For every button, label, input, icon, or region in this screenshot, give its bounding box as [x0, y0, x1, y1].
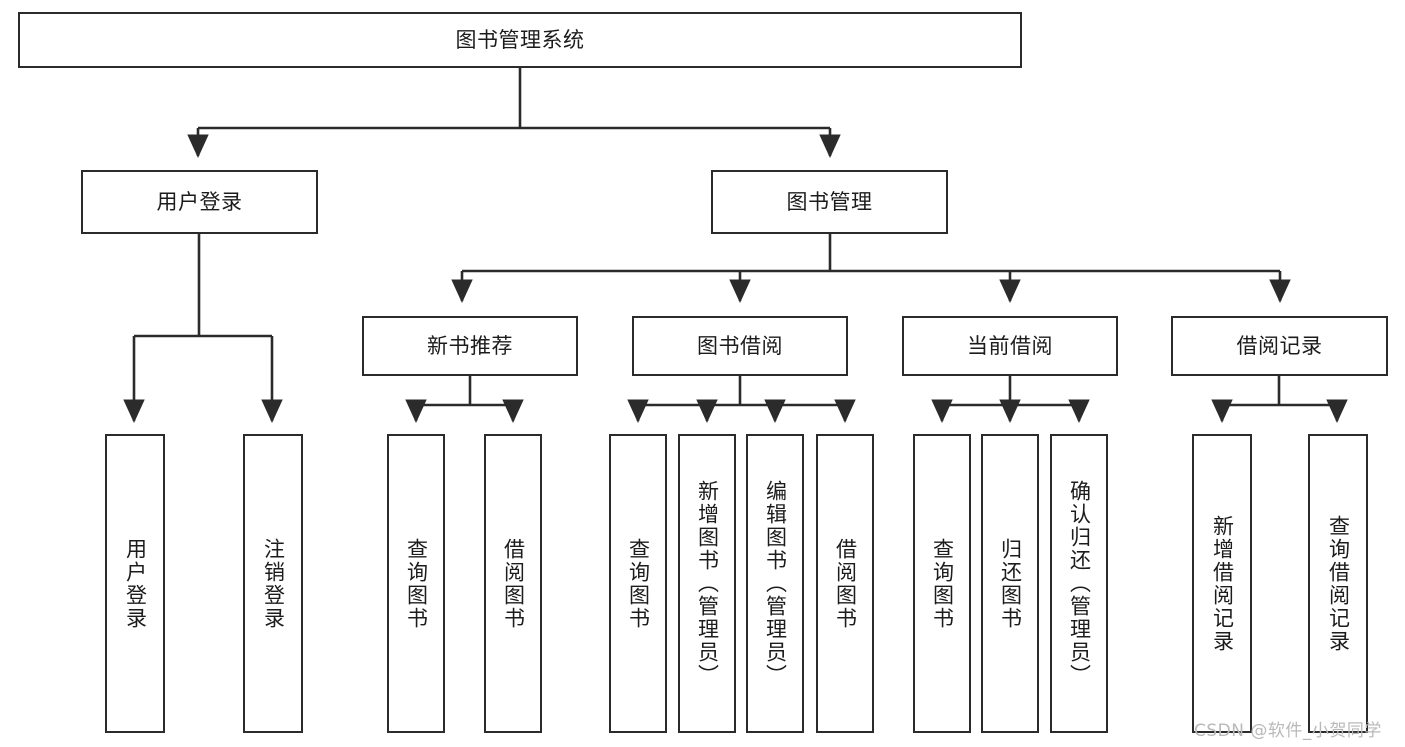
- node-leaf-query-record[interactable]: 查询借阅记录: [1308, 434, 1368, 733]
- node-leaf-add-record-label: 新增借阅记录: [1210, 514, 1235, 653]
- node-leaf-logout-login[interactable]: 注销登录: [243, 434, 303, 733]
- edges-borrowrecord-to-leaves: [1211, 376, 1348, 423]
- edges-bookborrow-to-leaves: [627, 376, 856, 423]
- csdn-watermark: CSDN @软件_小贺同学: [1194, 721, 1382, 741]
- node-current-borrow[interactable]: 当前借阅: [902, 316, 1118, 376]
- node-current-borrow-label: 当前借阅: [967, 333, 1053, 358]
- node-leaf-borrow-book-1-label: 借阅图书: [501, 537, 526, 630]
- node-leaf-logout-login-label: 注销登录: [261, 537, 286, 630]
- node-new-book-recommend-label: 新书推荐: [427, 333, 513, 358]
- edges-bookmanage-to-level3: [451, 234, 1291, 303]
- node-borrow-record-label: 借阅记录: [1236, 333, 1323, 358]
- node-book-borrow[interactable]: 图书借阅: [632, 316, 848, 376]
- node-leaf-add-book-label: 新增图书（管理员）: [695, 480, 720, 687]
- edges-newbook-to-leaves: [405, 376, 524, 423]
- edges-userlogin-to-leaves: [123, 234, 283, 423]
- node-user-login[interactable]: 用户登录: [81, 170, 318, 234]
- node-leaf-add-record[interactable]: 新增借阅记录: [1192, 434, 1252, 733]
- node-borrow-record[interactable]: 借阅记录: [1171, 316, 1388, 376]
- node-leaf-query-record-label: 查询借阅记录: [1326, 514, 1351, 653]
- node-leaf-query-book-3[interactable]: 查询图书: [913, 434, 971, 733]
- edges-currentborrow-to-leaves: [931, 376, 1090, 423]
- node-leaf-query-book-3-label: 查询图书: [930, 537, 955, 630]
- node-new-book-recommend[interactable]: 新书推荐: [362, 316, 578, 376]
- node-book-manage-label: 图书管理: [786, 189, 873, 214]
- node-root-label: 图书管理系统: [455, 27, 585, 52]
- node-leaf-edit-book[interactable]: 编辑图书（管理员）: [746, 434, 804, 733]
- node-leaf-borrow-book-1[interactable]: 借阅图书: [484, 434, 542, 733]
- node-leaf-return-book-label: 归还图书: [998, 537, 1023, 630]
- node-leaf-borrow-book-2[interactable]: 借阅图书: [816, 434, 874, 733]
- node-user-login-label: 用户登录: [156, 189, 243, 214]
- node-book-borrow-label: 图书借阅: [697, 333, 783, 358]
- node-leaf-edit-book-label: 编辑图书（管理员）: [763, 480, 788, 687]
- node-leaf-borrow-book-2-label: 借阅图书: [833, 537, 858, 630]
- node-leaf-query-book-2[interactable]: 查询图书: [609, 434, 667, 733]
- node-leaf-query-book-1[interactable]: 查询图书: [387, 434, 445, 733]
- node-root[interactable]: 图书管理系统: [18, 12, 1022, 68]
- edges-root-to-level2: [187, 68, 841, 158]
- node-leaf-confirm-return-label: 确认归还（管理员）: [1067, 480, 1092, 687]
- node-book-manage[interactable]: 图书管理: [711, 170, 948, 234]
- node-leaf-user-login-label: 用户登录: [123, 537, 148, 630]
- node-leaf-return-book[interactable]: 归还图书: [981, 434, 1039, 733]
- node-leaf-user-login[interactable]: 用户登录: [105, 434, 165, 733]
- node-leaf-query-book-2-label: 查询图书: [626, 537, 651, 630]
- node-leaf-confirm-return[interactable]: 确认归还（管理员）: [1050, 434, 1108, 733]
- node-leaf-query-book-1-label: 查询图书: [404, 537, 429, 630]
- node-leaf-add-book[interactable]: 新增图书（管理员）: [678, 434, 736, 733]
